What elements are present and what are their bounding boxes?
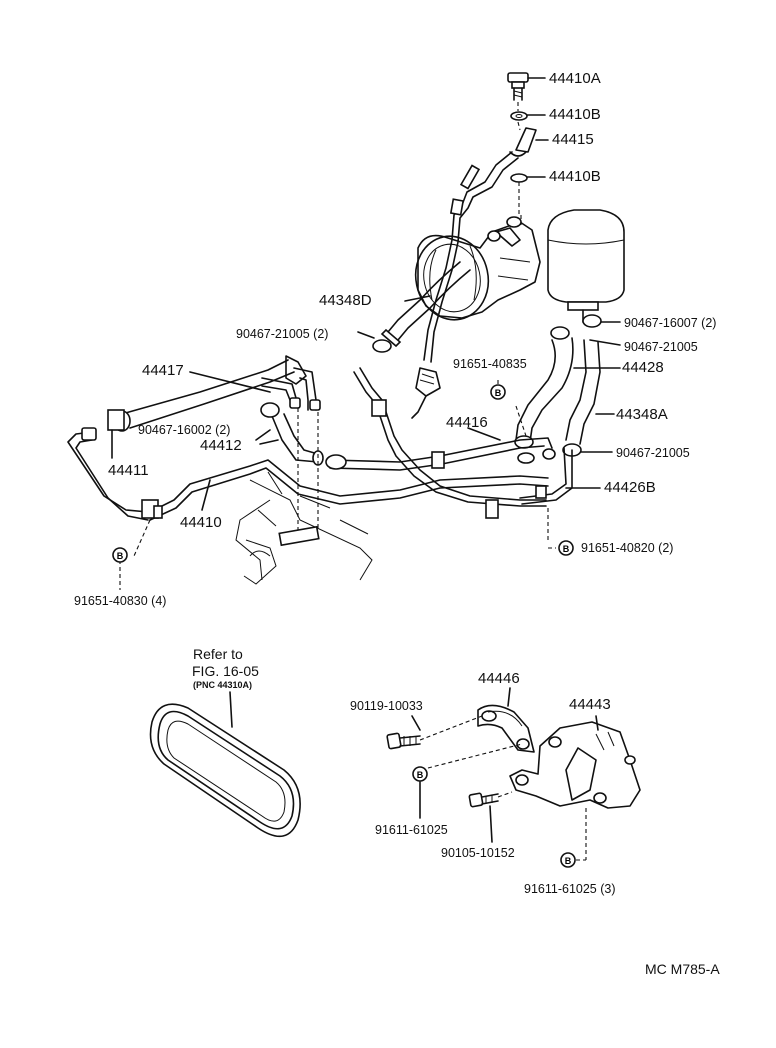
label-44412: 44412 bbox=[200, 437, 242, 454]
union-bolt-44410A bbox=[507, 72, 546, 101]
label-91651-40820-2: 91651-40820 (2) bbox=[581, 541, 674, 555]
bolt-marker-letter: B bbox=[565, 856, 572, 866]
reference-line-2: FIG. 16-05 bbox=[192, 663, 259, 679]
bolt-marker-91611-61025 bbox=[412, 766, 428, 782]
bracket-44446 bbox=[477, 687, 535, 753]
label-44416: 44416 bbox=[446, 414, 488, 431]
bolt-marker-letter: B bbox=[417, 770, 424, 780]
label-90467-16002-2: 90467-16002 (2) bbox=[138, 423, 231, 437]
bolt-marker-letter: B bbox=[495, 388, 502, 398]
bolt-marker-91651-40835 bbox=[490, 384, 506, 400]
bolt-marker-91651-40830 bbox=[112, 547, 128, 563]
power-steering-pump bbox=[414, 216, 541, 321]
label-91611-61025-3: 91611-61025 (3) bbox=[524, 882, 616, 896]
union-fitting-44415 bbox=[509, 121, 549, 157]
label-44443: 44443 bbox=[569, 696, 611, 713]
bolt-marker-91651-40820 bbox=[558, 540, 574, 556]
reference-line-3: (PNC 44310A) bbox=[193, 680, 253, 690]
label-44415: 44415 bbox=[552, 131, 594, 148]
label-91651-40830-4: 91651-40830 (4) bbox=[74, 594, 167, 608]
bolt-90105-10152 bbox=[468, 791, 513, 843]
label-44428: 44428 bbox=[622, 359, 664, 376]
gasket-44410B-mid bbox=[510, 173, 546, 215]
label-90467-21005-b: 90467-21005 bbox=[616, 446, 690, 460]
steering-gear-box bbox=[235, 471, 373, 585]
gasket-44410B-top bbox=[510, 102, 546, 121]
label-44410B-mid: 44410B bbox=[549, 168, 601, 185]
label-44410: 44410 bbox=[180, 514, 222, 531]
label-44446: 44446 bbox=[478, 670, 520, 687]
label-90467-16007-2: 90467-16007 (2) bbox=[624, 316, 717, 330]
label-44410B-top: 44410B bbox=[549, 106, 601, 123]
label-90467-21005-2: 90467-21005 (2) bbox=[236, 327, 329, 341]
label-44417: 44417 bbox=[142, 362, 184, 379]
bolt-90119-10033 bbox=[386, 715, 523, 769]
bolt-marker-letter: B bbox=[117, 551, 124, 561]
label-90119-10033: 90119-10033 bbox=[350, 699, 423, 713]
label-90105-10152: 90105-10152 bbox=[441, 846, 515, 860]
label-91651-40835: 91651-40835 bbox=[453, 357, 527, 371]
label-90467-21005-a: 90467-21005 bbox=[624, 340, 698, 354]
reference-line-1: Refer to bbox=[193, 646, 243, 662]
label-44348A: 44348A bbox=[616, 406, 668, 423]
label-44411: 44411 bbox=[108, 462, 149, 479]
bracket-44443 bbox=[509, 715, 641, 809]
label-44348D: 44348D bbox=[319, 292, 372, 309]
label-44410A: 44410A bbox=[549, 70, 601, 87]
label-91611-61025: 91611-61025 bbox=[375, 823, 448, 837]
bolt-marker-91611-61025-3 bbox=[560, 852, 576, 868]
oil-reservoir bbox=[547, 209, 625, 323]
diagram-code: MC M785-A bbox=[645, 961, 720, 977]
label-44426B: 44426B bbox=[604, 479, 656, 496]
v-belt bbox=[149, 691, 301, 838]
bolt-marker-letter: B bbox=[563, 544, 570, 554]
